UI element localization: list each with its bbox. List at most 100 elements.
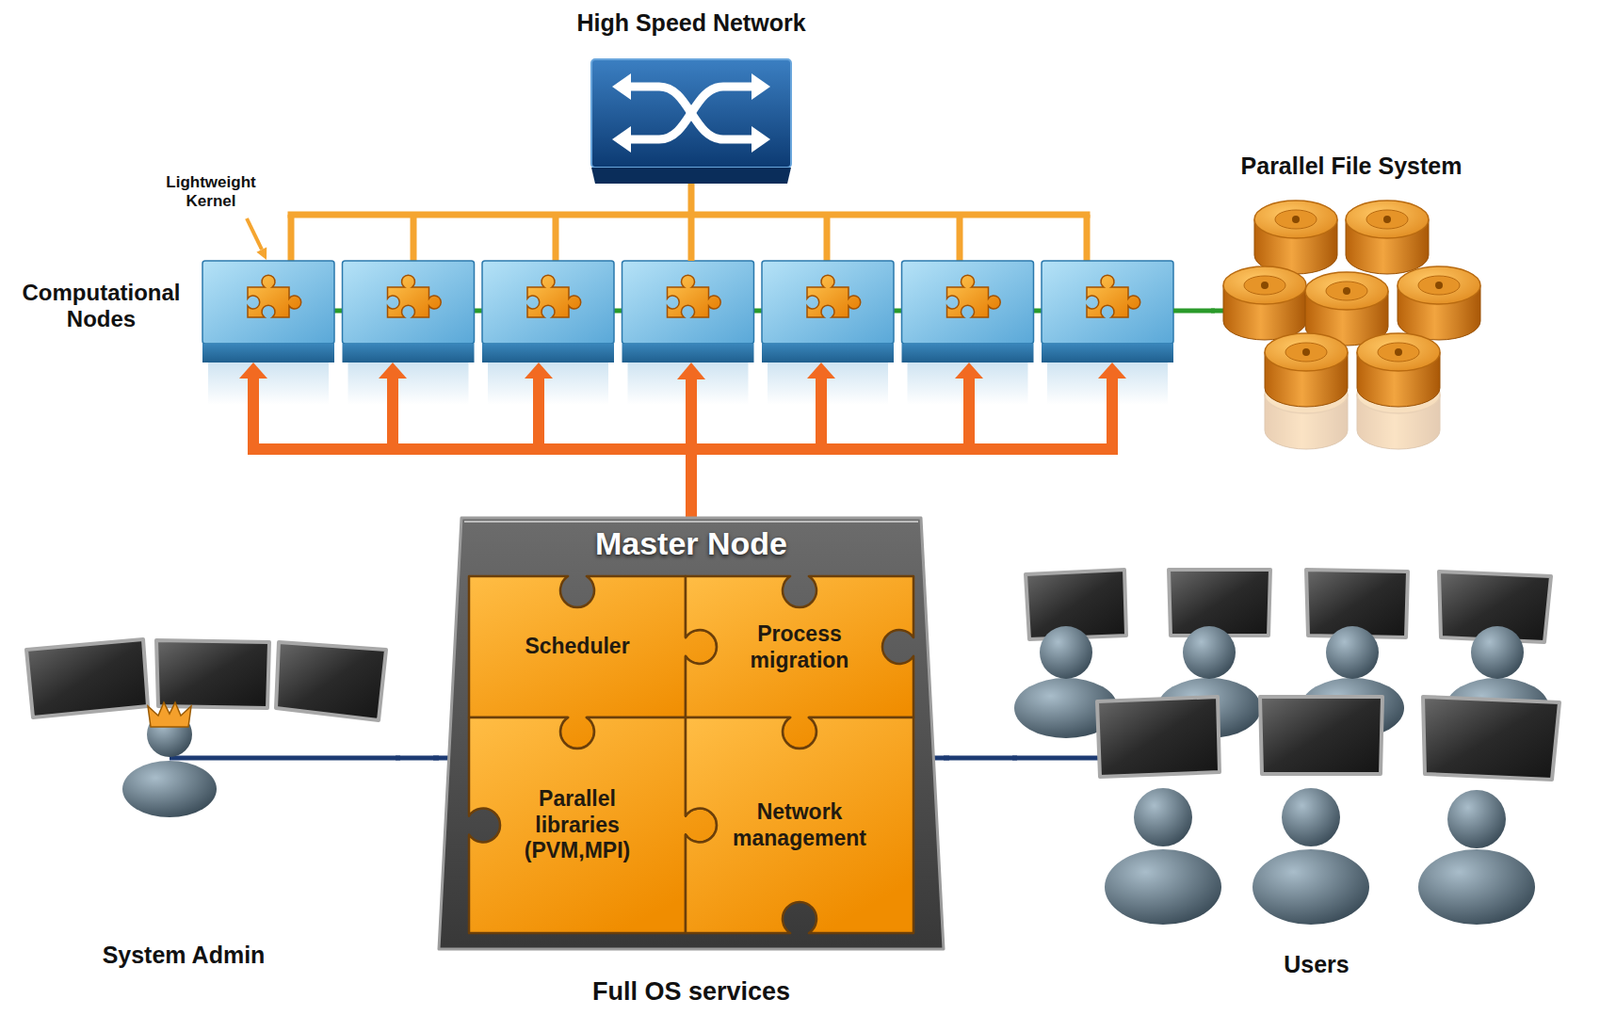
master-slab-part <box>464 520 919 523</box>
users-figure-part <box>1182 626 1236 679</box>
node-caption: Full OS services <box>438 977 944 1007</box>
users-figure-part <box>1422 696 1560 780</box>
puzzle-piece: Scheduler <box>468 576 686 718</box>
disk-array-part <box>1357 333 1440 407</box>
users-figure <box>1012 569 1560 925</box>
switch-icon-part <box>629 86 754 140</box>
users-figure-part <box>1104 849 1222 925</box>
compute-tiles-part <box>527 274 582 318</box>
tile-reflections-part <box>767 362 889 405</box>
network-bus-part <box>956 214 964 261</box>
connector-line <box>685 379 697 518</box>
compute-tiles-part <box>1041 343 1174 363</box>
users-figure-part <box>1470 626 1524 679</box>
dispatch-bus-part <box>247 376 259 453</box>
compute-tiles-part <box>947 274 1002 318</box>
disk-array-part <box>1345 200 1429 275</box>
compute-tiles-part <box>761 343 894 363</box>
compute-tiles-part <box>761 260 894 344</box>
connector-line <box>688 183 695 261</box>
admin-figure-part <box>275 642 387 721</box>
compute-tiles-part <box>387 274 442 318</box>
compute-tiles-part <box>247 274 302 318</box>
users-figure-part <box>1447 790 1506 849</box>
switch-icon-part <box>629 86 754 140</box>
dispatch-bus-part <box>387 376 399 453</box>
dispatch-bus-part <box>378 362 407 379</box>
switch-icon-part <box>751 126 771 153</box>
dispatch-bus <box>239 362 1127 455</box>
dispatch-bus-part <box>815 376 827 453</box>
admin-figure-part <box>26 639 148 718</box>
admin-station: System Admin <box>18 630 396 975</box>
node-label: Computational Nodes <box>9 279 194 332</box>
arrow-head <box>677 362 706 380</box>
admin-figure-part <box>147 702 192 728</box>
network-bus-part <box>1083 214 1091 261</box>
admin-figure-part <box>156 640 270 709</box>
lan-link <box>395 758 439 760</box>
disk-array-part <box>1223 266 1307 340</box>
dispatch-bus-part <box>524 362 553 379</box>
admin-figure <box>26 639 401 818</box>
compute-tiles-part <box>667 274 722 318</box>
puzzle-outline <box>685 717 914 934</box>
users-figure-part <box>1097 696 1220 777</box>
node-label: Network management <box>717 799 883 852</box>
compute-tiles-part <box>622 343 755 363</box>
network-bus-part <box>552 214 560 261</box>
network-bus-part <box>824 214 831 261</box>
users-figure-part <box>1260 696 1383 775</box>
compute-tiles-part <box>482 260 615 344</box>
dispatch-bus-part <box>1106 376 1118 453</box>
callout-label: Lightweight Kernel <box>154 173 268 211</box>
node-label: Parallel File System <box>1214 152 1488 180</box>
connector-line <box>943 756 1018 761</box>
admin-figure-part <box>169 756 401 761</box>
dispatch-bus-part <box>533 376 545 453</box>
node-label: Scheduler <box>483 633 672 661</box>
lan-link <box>943 758 1018 760</box>
master-slab-part <box>438 517 944 950</box>
disk-array-part <box>1397 266 1481 340</box>
puzzle-outline <box>685 576 914 718</box>
connector-line <box>395 756 439 761</box>
compute-tiles-part <box>482 343 615 363</box>
network-bus-part <box>288 214 295 261</box>
users-figure-part <box>1133 788 1193 847</box>
tile-reflections-part <box>208 362 329 405</box>
dispatch-bus-part <box>963 376 975 453</box>
callout-arrow-part <box>256 247 267 260</box>
puzzle-outline-part <box>685 717 914 934</box>
users-figure-part <box>1325 626 1379 679</box>
node-label: System Admin <box>18 941 349 970</box>
disk-array-part <box>1264 333 1348 407</box>
puzzle-piece: Network management <box>685 717 914 934</box>
compute-tiles-part <box>1041 260 1174 344</box>
storage-link <box>1173 310 1215 312</box>
dispatch-bus-part <box>239 362 268 379</box>
connector-line <box>1173 308 1215 314</box>
puzzle-piece: Parallel libraries (PVM,MPI) <box>468 717 686 934</box>
dispatch-bus-part <box>807 362 836 379</box>
node-label: Master Node <box>438 525 944 563</box>
users-figure-part <box>1418 849 1536 925</box>
network-switch: High Speed Network <box>549 5 833 184</box>
callout-arrow <box>246 218 267 260</box>
dispatch-arrow <box>677 362 706 518</box>
switch-icon-part <box>612 126 631 153</box>
switch-icon-part <box>612 73 631 100</box>
compute-tiles-part <box>902 260 1035 344</box>
tile-reflections-part <box>348 362 469 405</box>
compute-tiles-part <box>1086 274 1141 318</box>
users-figure-part <box>1168 569 1271 636</box>
compute-tiles <box>202 260 1174 363</box>
node-label: Users <box>1222 951 1411 979</box>
dispatch-bus-part <box>954 362 984 379</box>
switch-icon-part <box>751 73 771 100</box>
users-figure-part <box>1281 788 1341 847</box>
admin-figure-part <box>122 760 217 818</box>
users-figure-part <box>1039 626 1093 679</box>
compute-tiles-part <box>202 260 335 344</box>
switch-icon-part <box>591 167 792 184</box>
